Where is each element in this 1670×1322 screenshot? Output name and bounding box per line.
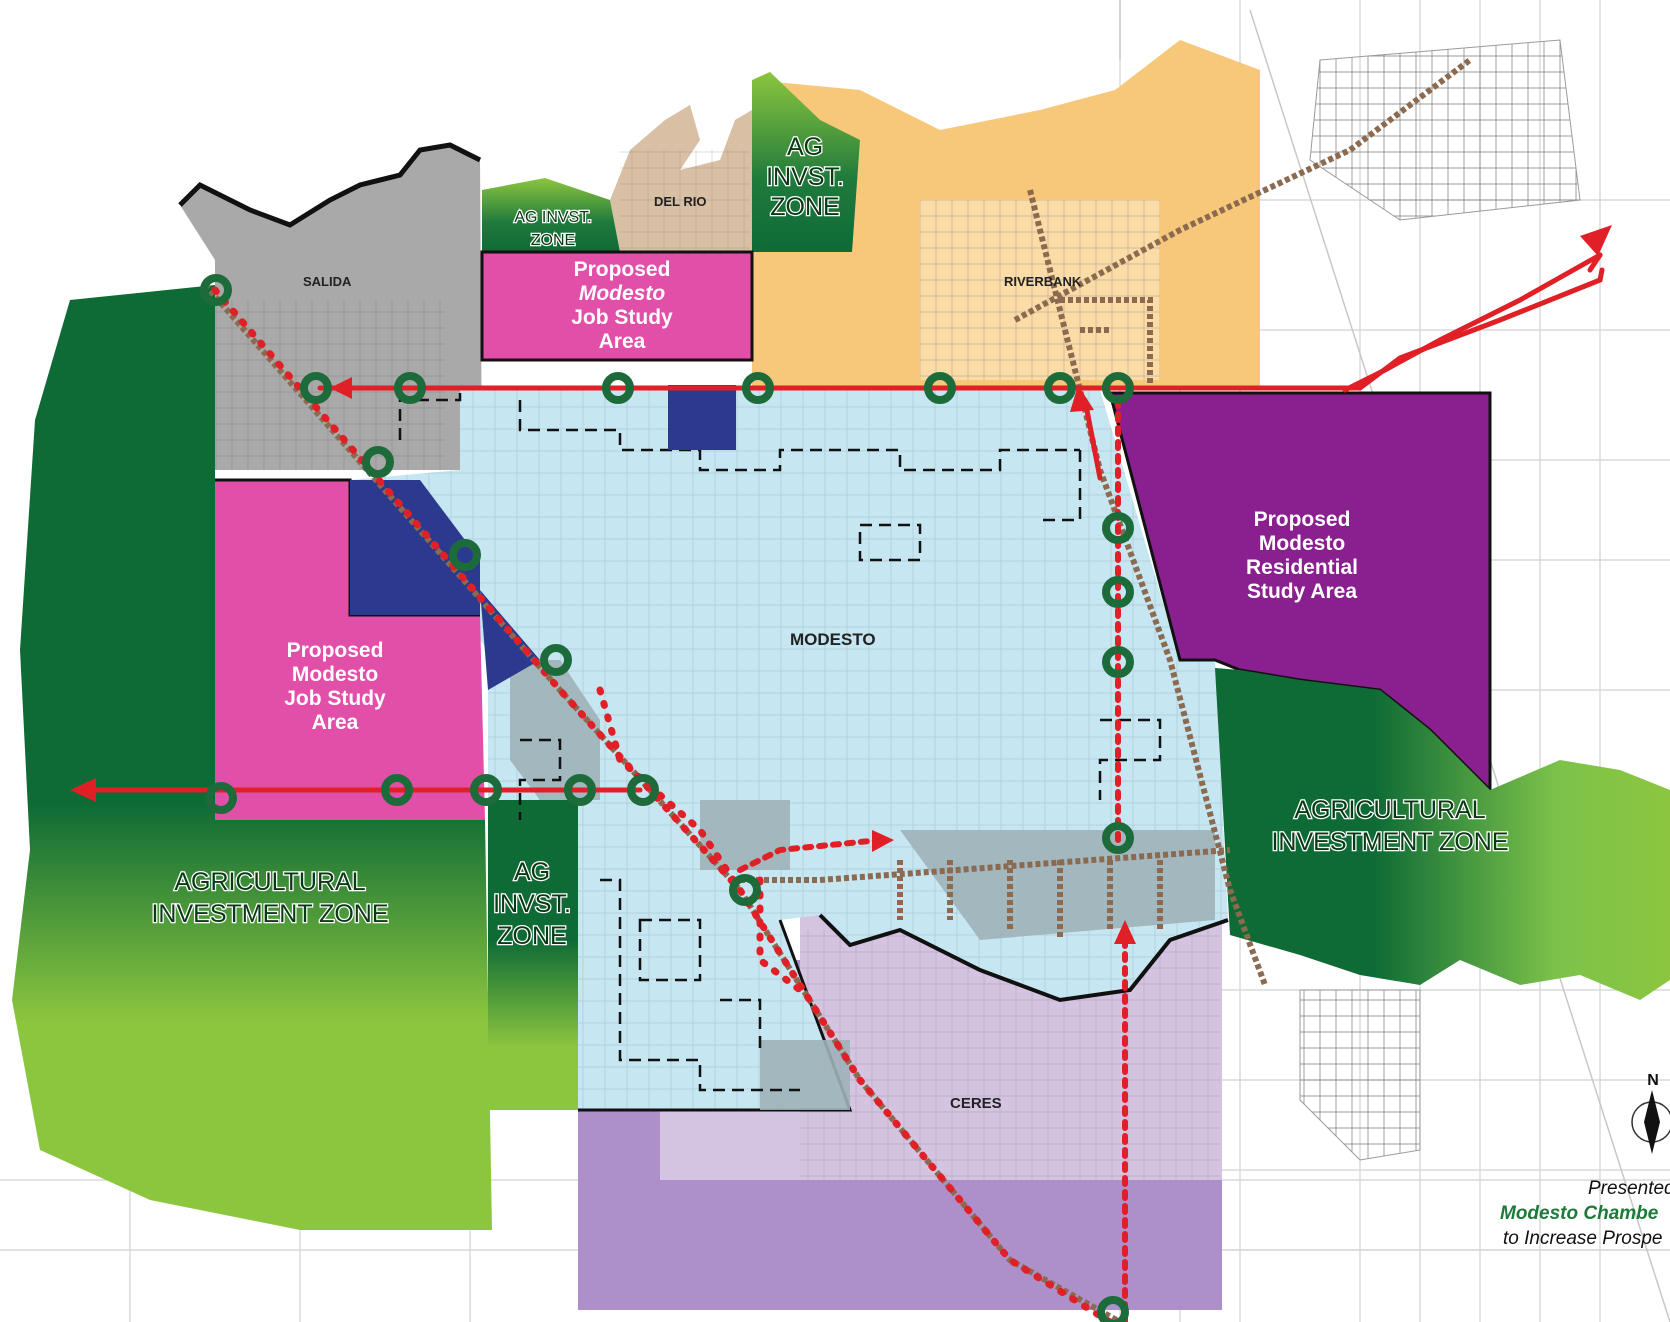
study-label-line: Area [599, 330, 646, 353]
ag-zone-center-area [488, 800, 578, 1110]
zone-label-line: AG [514, 858, 550, 886]
zone-label-line: ZONE [497, 922, 566, 950]
study-label-residential-east: Proposed Modesto Residential Study Area [1246, 508, 1358, 603]
ag-zone-east-area [1215, 668, 1670, 1000]
study-label-line: Modesto [1259, 532, 1345, 555]
place-label-modesto: MODESTO [790, 630, 876, 649]
study-label-line: Proposed [287, 639, 384, 662]
study-label-line: Job Study [284, 687, 386, 710]
job-study-area-north [480, 250, 754, 362]
zone-label-line: INVESTMENT ZONE [151, 900, 388, 928]
study-label-line: Modesto [292, 663, 378, 686]
place-label-riverbank: RIVERBANK [1004, 274, 1082, 289]
place-label-salida: SALIDA [303, 274, 352, 289]
zone-label-ag-north-right: AG INVST. ZONE [765, 132, 845, 223]
zone-label-ag-west: AGRICULTURAL INVESTMENT ZONE [150, 867, 390, 930]
ag-zone-north-right-area [752, 72, 860, 252]
zone-label-line: INVST. [493, 890, 571, 918]
industrial-blocks [350, 385, 736, 690]
zone-label-line: AGRICULTURAL [1294, 796, 1485, 824]
corridor-arrows [70, 225, 1612, 944]
zone-label-ag-east: AGRICULTURAL INVESTMENT ZONE [1270, 795, 1510, 858]
del-rio-area [610, 105, 752, 252]
study-label-line: Proposed [1254, 508, 1351, 531]
compass-north-label: N [1647, 1072, 1659, 1089]
ag-zone-west-area [12, 285, 492, 1230]
study-label-line: Residential [1246, 556, 1358, 579]
compass-needle-icon [1644, 1090, 1660, 1154]
compass-rose: N [1631, 1072, 1670, 1154]
salida-area [178, 142, 482, 470]
zone-label-line: INVST. [766, 163, 844, 191]
zone-label-line: ZONE [770, 193, 839, 221]
study-label-line: Job Study [571, 306, 673, 329]
credit-line-prosperity: to Increase Prospe [1503, 1228, 1662, 1249]
zone-label-line: INVESTMENT ZONE [1271, 828, 1508, 856]
place-label-ceres: CERES [950, 1095, 1002, 1112]
credit-line-presented: Presented [1588, 1178, 1670, 1199]
study-label-line: Area [312, 711, 359, 734]
zone-label-line: AG INVST. [514, 209, 591, 226]
study-label-job-west: Proposed Modesto Job Study Area [284, 639, 386, 734]
zone-label-ag-center: AG INVST. ZONE [492, 857, 572, 952]
study-label-line: Modesto [579, 282, 666, 305]
zone-label-line: ZONE [531, 232, 575, 249]
credit-block: Presented Modesto Chambe to Increase Pro… [1500, 1178, 1670, 1249]
study-label-job-north: Proposed Modesto Job Study Area [571, 258, 673, 353]
study-label-line: Study Area [1247, 580, 1357, 603]
northeast-town [1119, 0, 1670, 1322]
zone-label-ag-north-left: AG INVST. ZONE [513, 208, 593, 251]
ag-zone-north-left-area [482, 178, 620, 252]
zone-label-line: AG [787, 133, 823, 161]
interchange-nodes [200, 274, 1134, 1322]
place-label-del-rio: DEL RIO [654, 194, 707, 209]
study-label-line: Proposed [574, 258, 671, 281]
zone-label-line: AGRICULTURAL [174, 868, 365, 896]
credit-line-chamber: Modesto Chambe [1500, 1203, 1659, 1224]
sphere-of-influence-lines [398, 390, 1162, 1092]
